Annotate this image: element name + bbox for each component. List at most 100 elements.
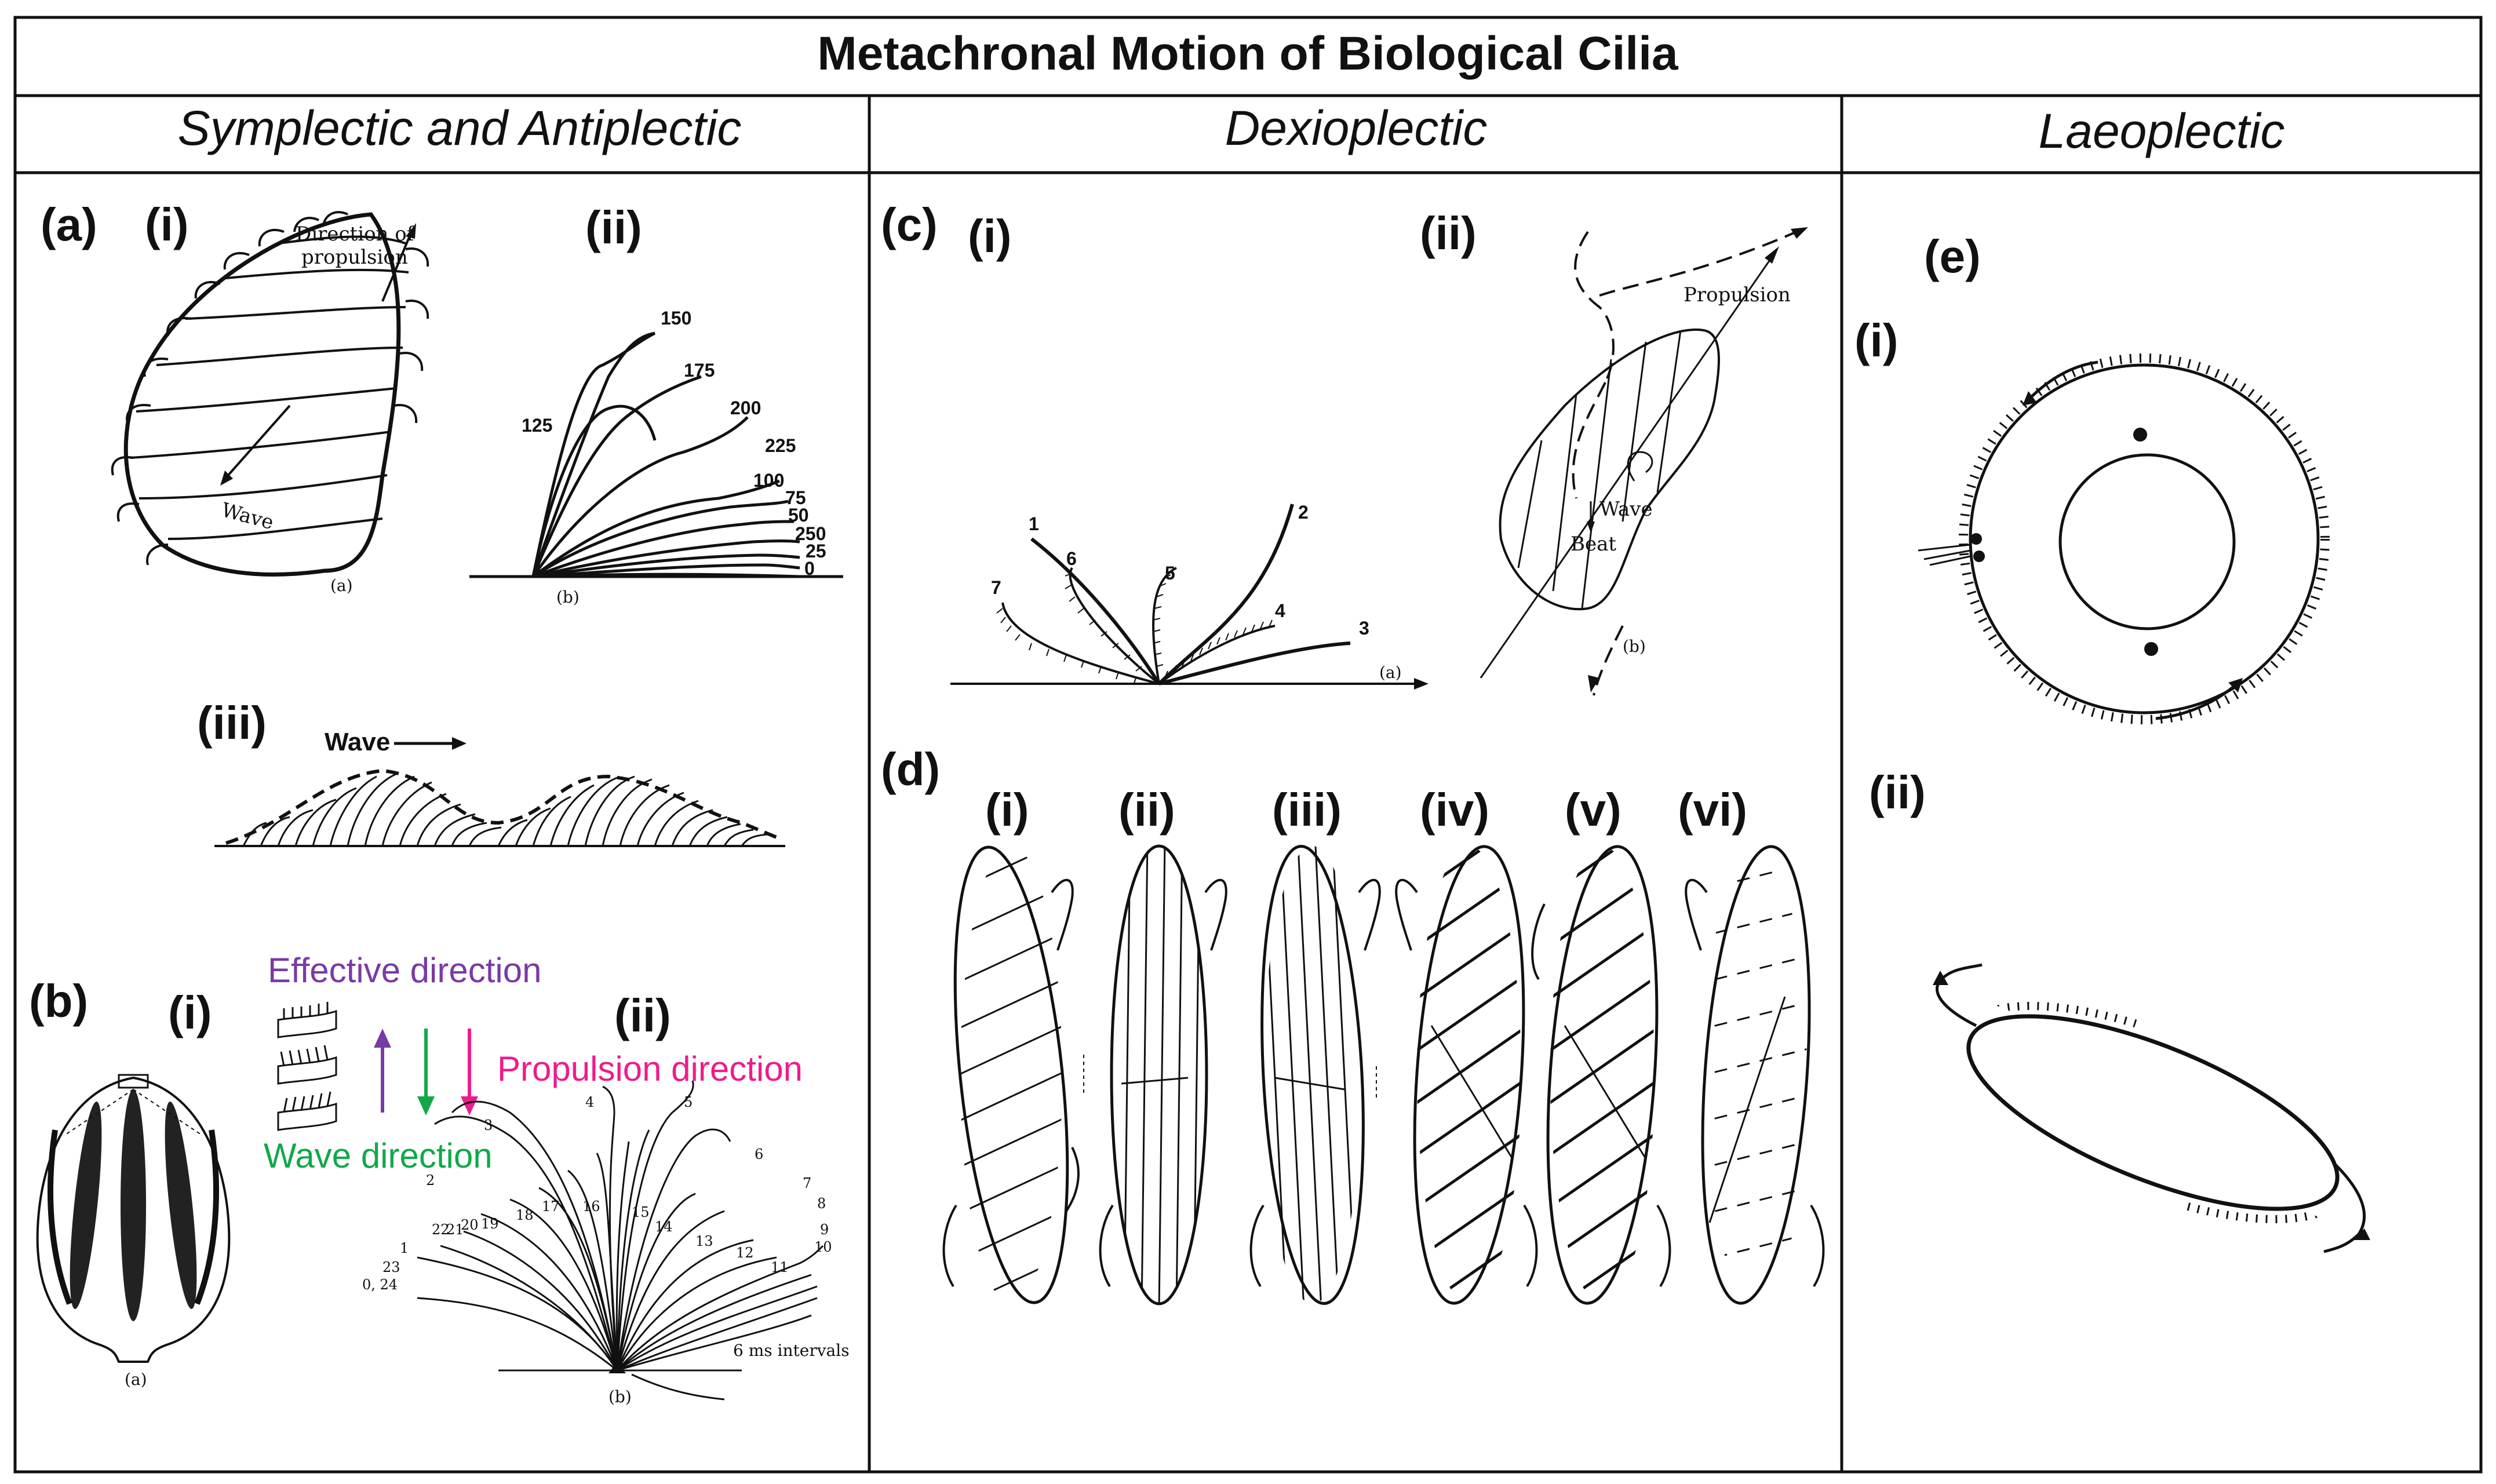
e-i-round-ciliate: [1918, 353, 2330, 724]
panel-label-d-iii: (iii): [1272, 784, 1342, 836]
c-ii-organism-diagram: Propulsion Wave Beat (b): [1480, 227, 1808, 696]
effective-direction-arrow-icon: [374, 1029, 391, 1048]
b-ii-num-5: 5: [684, 1094, 693, 1110]
b-ii-num-6: 6: [755, 1146, 763, 1162]
a-ii-sub-label: (b): [556, 588, 580, 607]
propulsion-direction-arrow-icon: [461, 1096, 478, 1115]
b-ii-num-4: 4: [585, 1094, 594, 1110]
panel-label-d-vi: (vi): [1678, 784, 1747, 836]
b-ii-num-17: 17: [542, 1198, 560, 1215]
c-i-num-7: 7: [991, 577, 1001, 598]
a-i-direction-label-1: Direction of: [296, 223, 416, 246]
c-i-num-1: 1: [1029, 513, 1039, 534]
b-i-sub-label: (a): [125, 1370, 147, 1389]
d-iii-ciliate: [1249, 845, 1381, 1305]
figure-title: Metachronal Motion of Biological Cilia: [817, 27, 1679, 80]
panel-label-b: (b): [29, 975, 88, 1027]
panel-label-d-i: (i): [985, 784, 1029, 836]
b-ii-num-21: 21: [446, 1222, 464, 1238]
b-ii-interval-label: 6 ms intervals: [733, 1341, 850, 1360]
panel-label-d: (d): [881, 743, 940, 795]
d-vi-ciliate: [1685, 845, 1825, 1305]
b-ii-num-13: 13: [695, 1233, 713, 1249]
b-comb-plates-icon: [277, 1002, 337, 1131]
a-ii-num-225: 225: [765, 435, 796, 456]
b-ii-num-19: 19: [481, 1216, 499, 1232]
panel-label-a-iii: (iii): [197, 697, 267, 749]
panel-label-d-ii: (ii): [1118, 784, 1175, 836]
b-ii-num-0-24: 0, 24: [362, 1277, 398, 1293]
a-ii-num-50: 50: [788, 505, 809, 526]
b-ii-num-11: 11: [771, 1259, 789, 1275]
legend-wave-direction: Wave direction: [264, 1136, 493, 1175]
b-ii-sub-label: (b): [608, 1387, 632, 1406]
panel-label-b-i: (i): [168, 987, 212, 1038]
d-ii-ciliate: [1099, 844, 1227, 1306]
b-ii-num-9: 9: [820, 1222, 829, 1238]
panel-label-d-v: (v): [1565, 784, 1622, 836]
b-ii-num-22: 22: [432, 1222, 450, 1238]
a-i-wave-label: Wave: [219, 498, 276, 534]
panel-label-c: (c): [881, 199, 938, 250]
b-ii-num-18: 18: [516, 1207, 534, 1223]
b-ii-num-7: 7: [803, 1175, 811, 1191]
a-ii-num-100: 100: [753, 470, 784, 491]
b-ii-num-8: 8: [817, 1195, 826, 1212]
c-i-num-5: 5: [1165, 563, 1175, 584]
c-i-beat-stages-diagram: 1 2 3 4 5 6 7 (a): [950, 502, 1429, 690]
a-ii-num-75: 75: [785, 487, 806, 508]
c-i-num-3: 3: [1359, 618, 1369, 639]
b-ii-num-3: 3: [484, 1117, 493, 1133]
column-header-symplectic: Symplectic and Antiplectic: [178, 101, 742, 155]
a-ii-num-200: 200: [730, 398, 761, 418]
a-i-ciliate-diagram: Direction of propulsion Wave (a): [111, 211, 429, 595]
a-i-sub-label: (a): [330, 576, 353, 595]
b-ii-num-12: 12: [736, 1245, 754, 1261]
c-i-sub-label: (a): [1379, 663, 1402, 682]
panel-label-e: (e): [1924, 231, 1981, 282]
d-iv-ciliate: [1395, 845, 1538, 1305]
panel-label-c-ii: (ii): [1420, 207, 1477, 259]
a-ii-beat-diagram: 150 175 125 200 225 100 75 50 250 25 0 (…: [469, 308, 843, 607]
c-ii-beat-label: Beat: [1571, 533, 1616, 556]
direction-legend: Effective direction Propulsion direction…: [264, 951, 803, 1175]
a-iii-wave-diagram: Wave: [214, 728, 785, 847]
column-header-laeoplectic: Laeoplectic: [2039, 104, 2285, 158]
panel-label-e-ii: (ii): [1869, 767, 1926, 818]
a-ii-num-250: 250: [795, 523, 826, 544]
panel-label-a: (a): [41, 199, 97, 250]
b-ii-num-10: 10: [814, 1239, 832, 1255]
a-ii-num-175: 175: [684, 360, 715, 381]
panel-label-a-ii: (ii): [585, 202, 642, 253]
c-ii-propulsion-label: Propulsion: [1684, 283, 1791, 307]
b-ii-num-14: 14: [655, 1219, 673, 1235]
a-ii-num-0: 0: [804, 558, 815, 579]
d-i-ciliate: [942, 845, 1084, 1304]
table-grid: [13, 16, 2483, 1474]
panel-label-d-iv: (iv): [1420, 784, 1489, 836]
a-i-direction-label-2: propulsion: [301, 246, 408, 269]
legend-propulsion-direction: Propulsion direction: [497, 1049, 803, 1088]
c-i-num-2: 2: [1298, 502, 1309, 523]
b-ii-num-20: 20: [461, 1217, 479, 1233]
b-ii-beat-fan-diagram: 0, 24 23 1 22 21 20 19 18 17 16 2 3 4 15…: [362, 1080, 850, 1406]
a-ii-num-150: 150: [661, 308, 691, 329]
panel-label-a-i: (i): [145, 199, 189, 250]
b-ii-num-23: 23: [382, 1259, 400, 1275]
b-ii-num-16: 16: [582, 1198, 600, 1215]
c-ii-wave-label: Wave: [1599, 498, 1653, 521]
b-ii-num-1: 1: [400, 1240, 409, 1256]
c-i-num-6: 6: [1066, 548, 1077, 569]
c-i-num-4: 4: [1275, 600, 1285, 621]
legend-effective-direction: Effective direction: [268, 951, 541, 990]
column-header-dexioplectic: Dexioplectic: [1225, 101, 1488, 155]
e-ii-elongated-ciliate: [1933, 963, 2370, 1253]
panel-label-b-ii: (ii): [614, 990, 671, 1041]
d-v-ciliate: [1531, 845, 1671, 1305]
b-i-ctenophore-diagram: (a): [36, 1074, 231, 1389]
panel-label-c-i: (i): [968, 210, 1012, 262]
panel-label-e-i: (i): [1854, 315, 1899, 366]
b-ii-num-2: 2: [426, 1172, 435, 1188]
a-ii-num-25: 25: [806, 541, 826, 561]
a-ii-num-125: 125: [522, 415, 552, 436]
